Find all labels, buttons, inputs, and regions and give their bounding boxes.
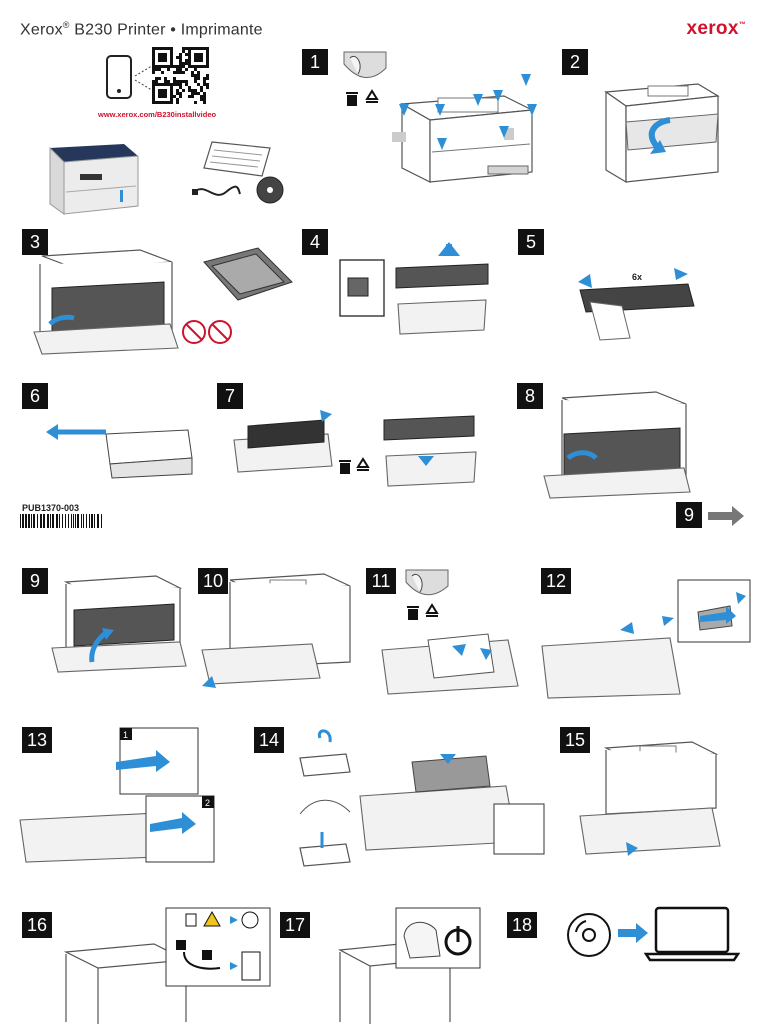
step-7-illustration (233, 410, 477, 487)
step-16-badge: 16 (22, 912, 52, 938)
no-touch-icon (182, 320, 232, 344)
arrow-icon (708, 506, 744, 526)
step-18-badge: 18 (507, 912, 537, 938)
step-14-paper-stack (299, 729, 351, 867)
qr-code-icon (152, 47, 209, 104)
step-4-illustration (339, 242, 489, 335)
step-3-badge: 3 (22, 229, 48, 255)
step-7-badge: 7 (217, 383, 243, 409)
cd-icon (256, 176, 284, 204)
arrow-icon (618, 923, 648, 943)
step-13-tray: 1 2 (19, 727, 215, 863)
step-1-badge: 1 (302, 49, 328, 75)
document-title: Xerox® B230 Printer • Imprimante (20, 20, 263, 39)
callout-1: 1 (123, 730, 128, 740)
imaging-kit-image (203, 247, 293, 301)
step-6-illustration (46, 424, 193, 479)
step-14-tray (359, 740, 545, 855)
step-12-tray (541, 579, 751, 699)
trash-icon (339, 460, 351, 474)
step-9-badge: 9 (22, 568, 48, 594)
step-5-badge: 5 (518, 229, 544, 255)
power-cord-image (192, 185, 241, 196)
printer-image (49, 144, 139, 215)
step-11-tray (381, 626, 519, 695)
step-17-badge: 17 (280, 912, 310, 938)
peel-tape-illustration (405, 569, 449, 596)
step-2-badge: 2 (562, 49, 588, 75)
step-3-printer (33, 249, 179, 355)
step-5-illustration: 6x (578, 268, 695, 341)
step-4-badge: 4 (302, 229, 328, 255)
step-15-printer (579, 741, 721, 858)
trash-icon (407, 606, 419, 620)
install-video-url[interactable]: www.xerox.com/B230installvideo (98, 110, 217, 119)
shake-count: 6x (632, 272, 642, 282)
step-11-badge: 11 (366, 568, 396, 594)
callout-2: 2 (205, 798, 210, 808)
step-8-printer (543, 391, 691, 499)
cd-icon (567, 913, 611, 957)
trash-icon (346, 92, 358, 106)
step-2-printer (604, 83, 720, 184)
step-9-printer (51, 575, 187, 673)
peel-tape-illustration (343, 51, 387, 78)
power-connection-diagram (165, 907, 271, 987)
continue-step-badge: 9 (676, 502, 702, 528)
step-15-badge: 15 (560, 727, 590, 753)
step-8-badge: 8 (517, 383, 543, 409)
step-10-badge: 10 (198, 568, 228, 594)
recycle-icon (356, 457, 370, 471)
barcode-image (20, 514, 102, 528)
step-12-badge: 12 (541, 568, 571, 594)
power-button-callout (395, 907, 481, 969)
xerox-logo: xerox™ (686, 18, 746, 39)
recycle-icon (365, 89, 379, 103)
step-10-printer (201, 573, 351, 688)
step-13-badge: 13 (22, 727, 52, 753)
tape-arrows (399, 74, 537, 150)
recycle-icon (425, 603, 439, 617)
phone-icon (106, 55, 156, 99)
publication-number: PUB1370-003 (22, 503, 80, 513)
step-6-badge: 6 (22, 383, 48, 409)
step-14-badge: 14 (254, 727, 284, 753)
laptop-icon (643, 906, 741, 962)
documents-image (203, 141, 271, 177)
